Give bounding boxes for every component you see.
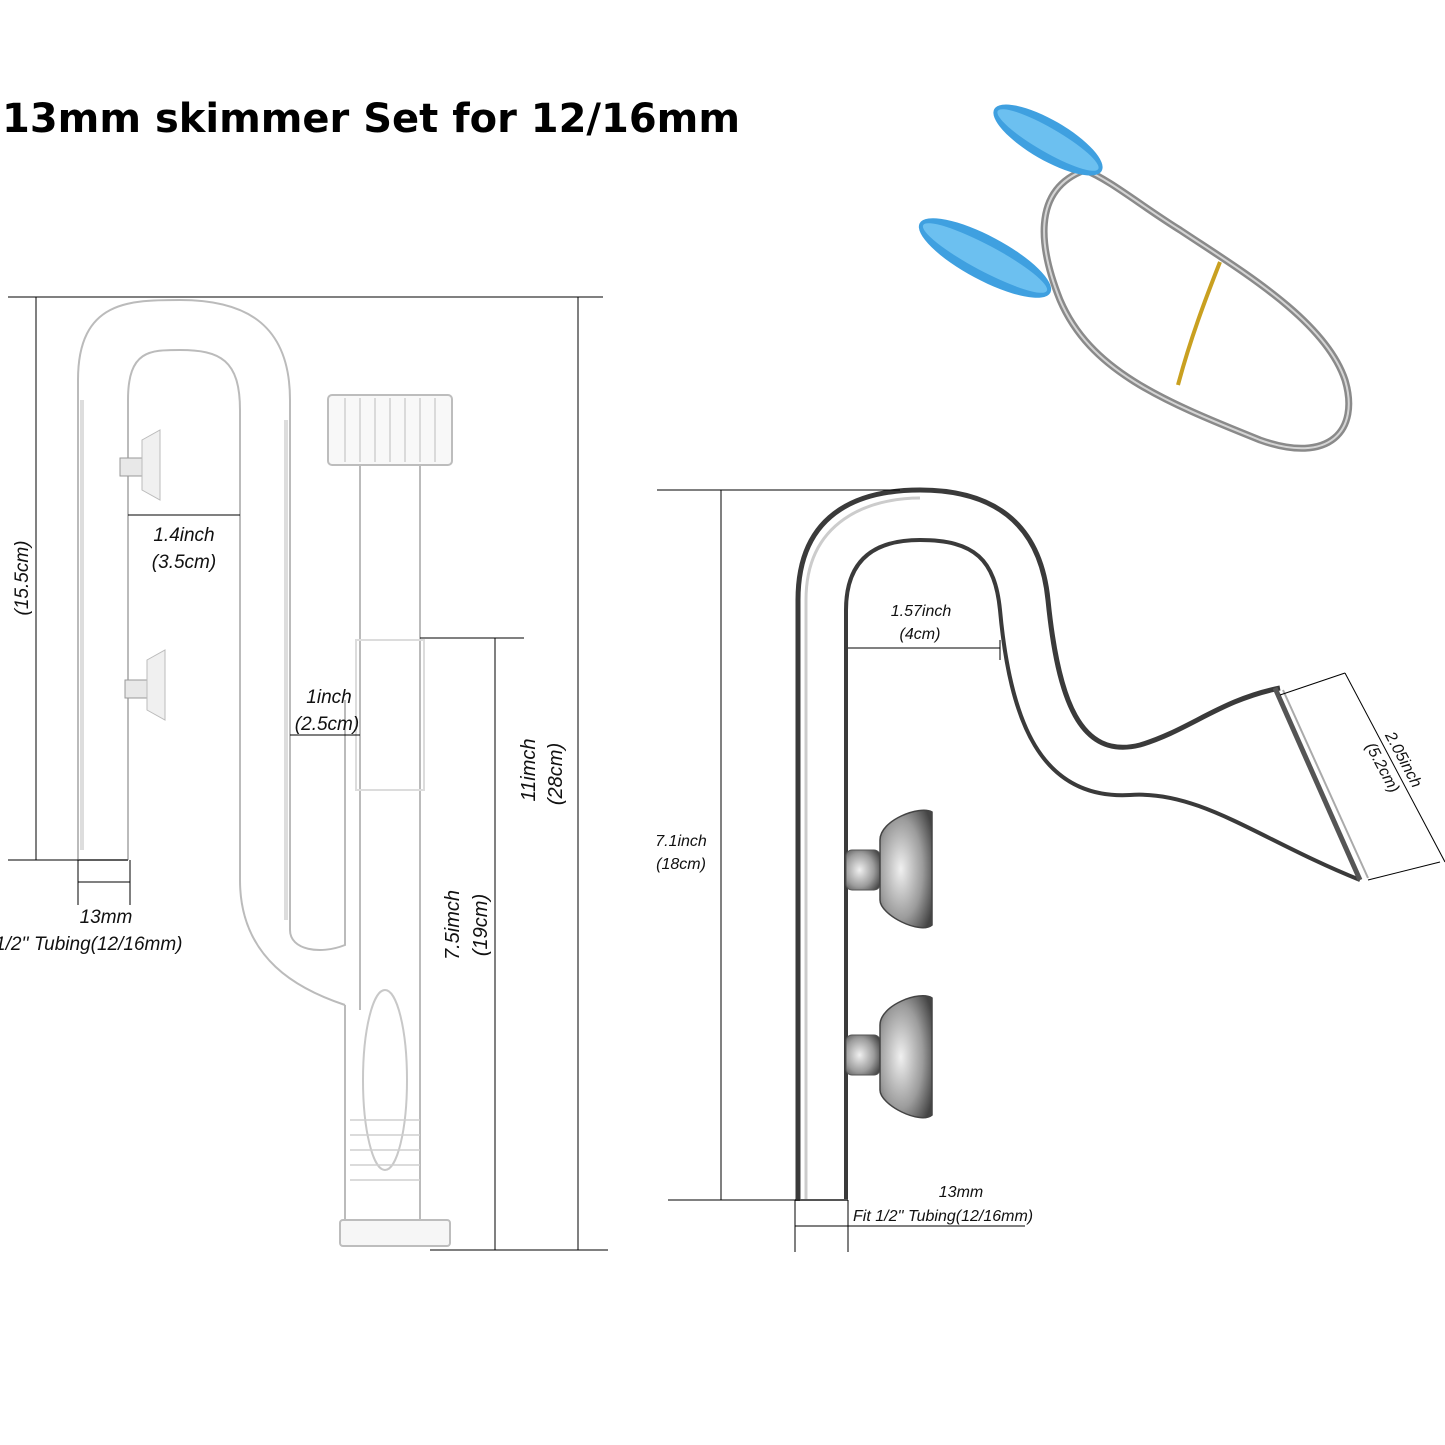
inflow-tube-size-label: 13mm: [939, 1184, 983, 1201]
brush-head-lower: [918, 218, 1052, 298]
lower-height-cm-label: (19cm): [470, 894, 492, 956]
cleaning-brush-icon: [918, 104, 1353, 452]
inflow-dimension-lines: [657, 489, 1445, 1252]
hook-width-cm-label: (3.5cm): [152, 552, 216, 573]
suction-cup-icon: [845, 995, 933, 1119]
product-title: 13mm skimmer Set for 12/16mm: [2, 96, 741, 142]
total-height-cm-label: (28cm): [545, 743, 567, 805]
skimmer-illustration: [77, 298, 453, 1247]
inflow-height-inch-label: 7.1inch: [655, 833, 707, 850]
inflow-tube-fit-label: Fit 1/2'' Tubing(12/16mm): [853, 1208, 1033, 1225]
hook-width-inch-label: 1.4inch: [153, 525, 214, 546]
inflow-gap-cm-label: (4cm): [900, 626, 941, 643]
inflow-height-cm-label: (18cm): [656, 856, 706, 873]
lower-height-inch-label: 7.5imch: [442, 890, 464, 960]
pipe-width-inch-label: 1inch: [306, 687, 351, 708]
pipe-width-cm-label: (2.5cm): [295, 714, 359, 735]
skimmer-dimension-lines: [8, 296, 608, 1251]
inflow-illustration: [795, 487, 1369, 1201]
total-height-inch-label: 11imch: [518, 739, 540, 802]
skimmer-tube-fit-label: 1/2'' Tubing(12/16mm): [0, 934, 183, 955]
skimmer-height-label: (15.5cm): [12, 541, 33, 616]
skimmer-tube-size-label: 13mm: [80, 907, 133, 928]
inflow-gap-inch-label: 1.57inch: [891, 603, 952, 620]
brush-head-upper: [993, 104, 1103, 176]
suction-cup-icon: [845, 809, 933, 929]
suction-cup-icon: [119, 429, 161, 501]
suction-cup-icon: [124, 649, 166, 721]
